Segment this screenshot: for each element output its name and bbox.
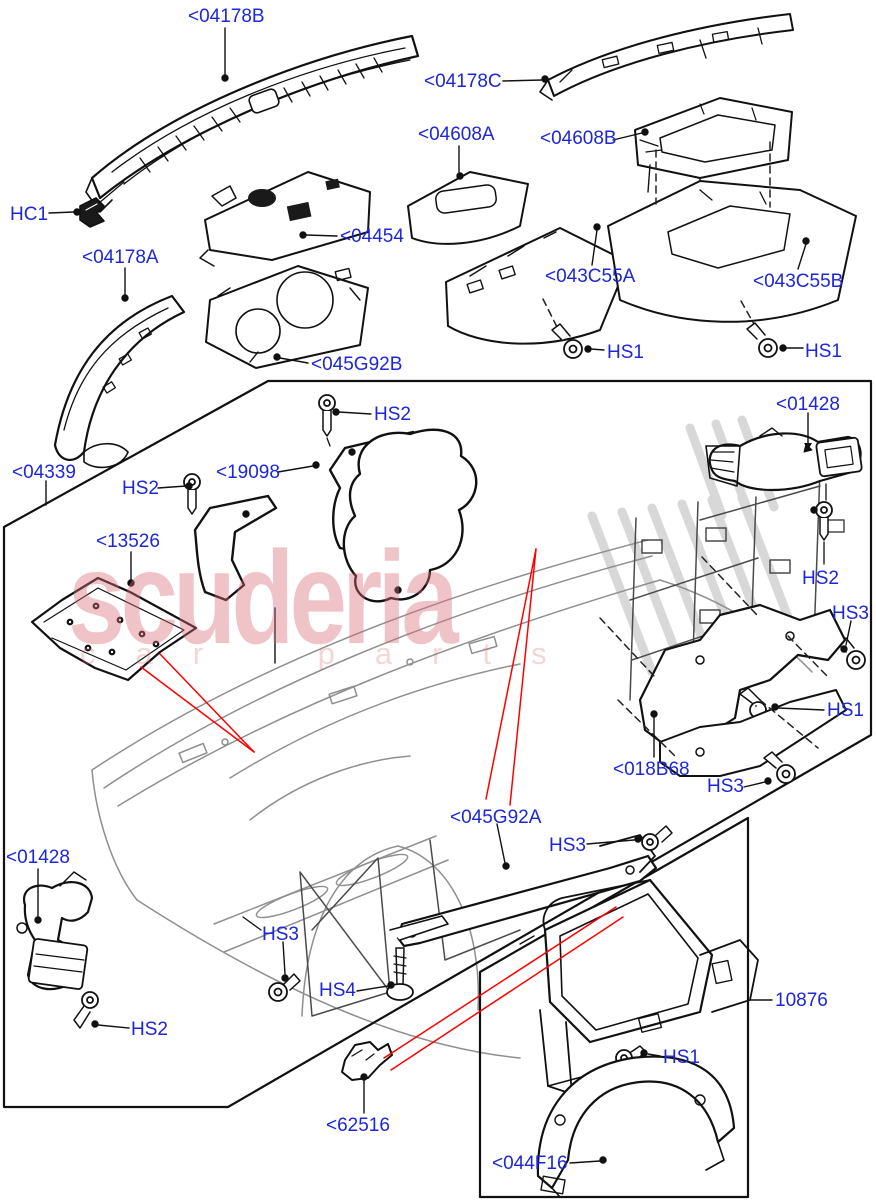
callout-HS1-top-right: HS1 <box>805 341 842 362</box>
callout-01428-right: <01428 <box>776 394 840 415</box>
callout-04608A: <04608A <box>418 124 495 145</box>
red-locator-lines <box>140 548 624 1071</box>
part-045g92b-bracket-plate <box>205 265 369 369</box>
callout-HS1-mid-right: HS1 <box>827 700 864 721</box>
part-04178c-defroster-panel <box>539 13 794 101</box>
hs1-screw-top-left <box>551 323 583 359</box>
part-04608a-hud-trim <box>407 171 529 245</box>
leader-lines <box>34 27 852 1164</box>
callout-HS4: HS4 <box>319 980 356 1001</box>
callout-62516: <62516 <box>326 1115 390 1136</box>
callout-HS1-top-left: HS1 <box>607 342 644 363</box>
callout-044F16: <044F16 <box>492 1153 568 1174</box>
callout-01428-left: <01428 <box>6 847 70 868</box>
part-04178b-defroster-panel <box>85 34 420 213</box>
console-group-box <box>478 816 750 1199</box>
hs3-screw-strut <box>641 825 673 851</box>
part-13526-insulator <box>30 576 198 682</box>
callout-04178C: <04178C <box>424 71 502 92</box>
callout-HS2-bottom-left: HS2 <box>131 1019 168 1040</box>
part-04178a-end-trim <box>53 294 186 469</box>
callout-043C55B: <043C55B <box>753 271 844 292</box>
callout-045G92B: <045G92B <box>311 354 403 375</box>
part-043c55a-top-panel <box>445 227 629 345</box>
hs3-screw-bottom-left <box>242 916 301 1002</box>
callout-HS3-right: HS3 <box>832 603 869 624</box>
callout-HC1: HC1 <box>10 204 49 225</box>
part-62516-clip <box>341 1041 393 1081</box>
callout-043C55A: <043C55A <box>545 266 636 287</box>
callout-04339: <04339 <box>12 462 76 483</box>
assembly-boundary-box <box>2 379 873 1109</box>
callout-045G92A: <045G92A <box>450 807 542 828</box>
callout-HS3-bottom-left: HS3 <box>262 924 299 945</box>
callout-13526: <13526 <box>96 531 160 552</box>
part-01428-right-duct <box>705 427 863 501</box>
part-01428-left-duct <box>16 871 94 991</box>
callout-19098: <19098 <box>216 462 280 483</box>
part-19098-demister-ducts <box>193 428 478 603</box>
part-04454-speaker-panel <box>199 171 371 267</box>
callout-04178A: <04178A <box>82 247 159 268</box>
callout-HS3-mid: HS3 <box>707 776 744 797</box>
hs2-screw-center <box>318 394 336 447</box>
part-10876-glovebox-trim <box>519 878 759 1095</box>
hs3-screw-mid <box>763 751 796 784</box>
callout-04178B: <04178B <box>188 6 265 27</box>
part-043c55b-top-panel <box>607 180 857 323</box>
hs2-screw-bottom-left <box>73 991 99 1029</box>
part-04339-instrument-panel-drawing <box>91 539 813 1059</box>
hs2-screw-right <box>815 501 833 565</box>
part-018b68-bracket <box>638 603 847 777</box>
callout-HS2-left: HS2 <box>122 478 159 499</box>
callout-10876: 10876 <box>775 990 828 1011</box>
callout-HS2-center: HS2 <box>374 404 411 425</box>
hs4-screw <box>386 915 449 1001</box>
callout-04454: <04454 <box>340 226 404 247</box>
callout-HS3-strut: HS3 <box>549 835 586 856</box>
callout-018B68: <018B68 <box>613 759 690 780</box>
callout-HS1-bottom: HS1 <box>663 1047 700 1068</box>
part-044f16-lower-trim <box>536 1055 736 1198</box>
ip-reinforcement-structure-drawing <box>274 469 845 1017</box>
hs1-screw-top-right <box>746 322 778 358</box>
callout-04608B: <04608B <box>540 128 617 149</box>
callout-HS2-right: HS2 <box>802 568 839 589</box>
assembly-dashed-lines-mid <box>599 556 830 758</box>
part-hc1-clip <box>79 181 125 228</box>
